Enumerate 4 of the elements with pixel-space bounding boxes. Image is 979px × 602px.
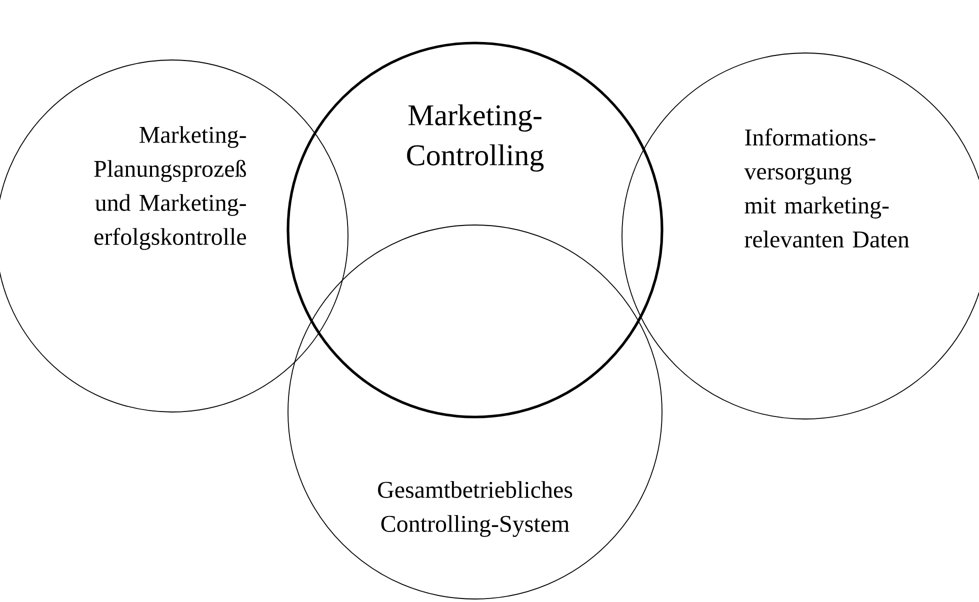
circle-label: Marketing- Planungsprozeß und Marketing- erfolgskontrolle [94,126,246,250]
circle-label: Marketing- Controlling [407,104,544,172]
circle-label: Gesamtbetriebliches Controlling-System [378,481,572,537]
circle-label: Informations- versorgung mit marketing- relevanten Daten [744,128,910,248]
